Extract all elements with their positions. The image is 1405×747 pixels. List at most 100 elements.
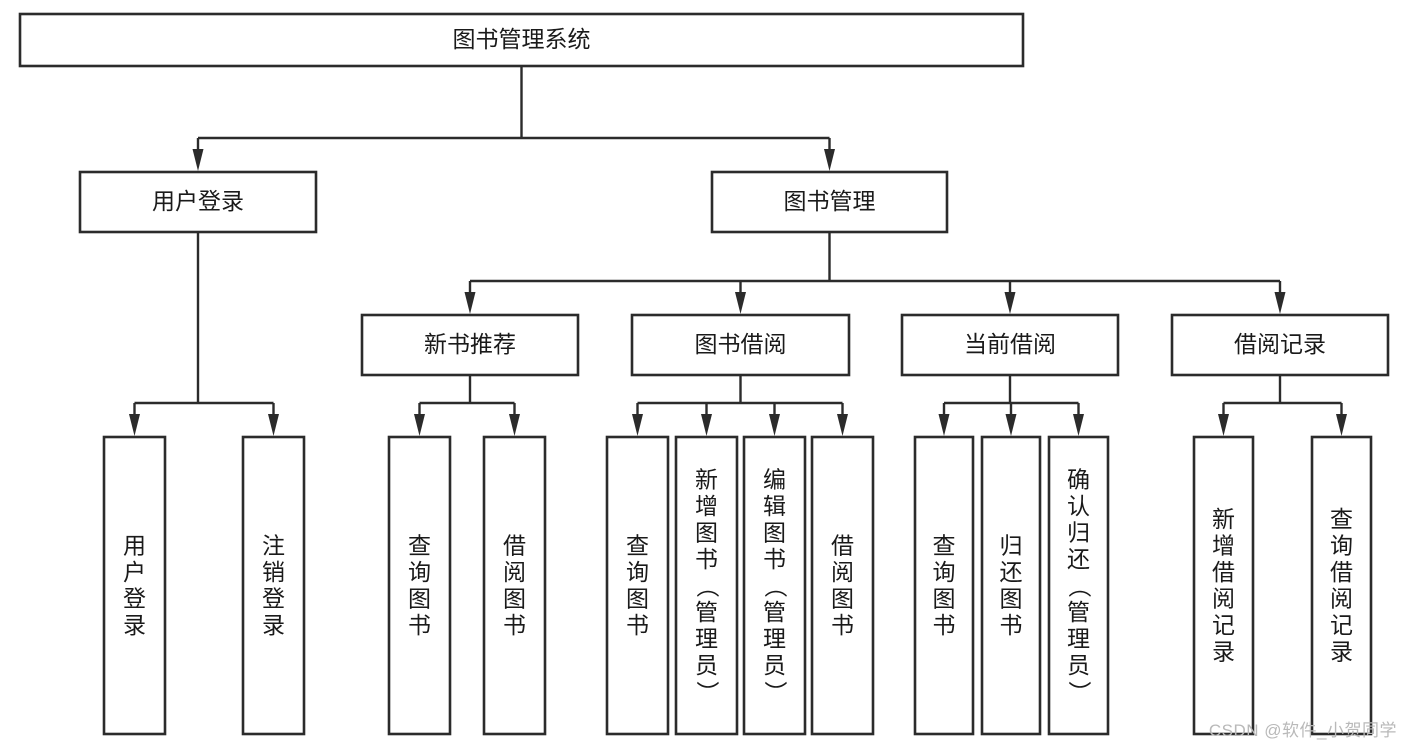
node-label-char: 员	[695, 652, 718, 678]
node-root[interactable]: 图书管理系统	[18, 12, 1025, 68]
node-label-char: 记	[1212, 612, 1235, 638]
node-label-char: 管	[695, 599, 718, 625]
node-label-char: 查	[408, 533, 431, 559]
edge-group-current-borrow	[938, 375, 1084, 436]
node-box	[900, 313, 1120, 377]
node-book-manage[interactable]: 图书管理	[710, 170, 949, 234]
node-label-char: 辑	[763, 493, 786, 519]
node-label-char: ）	[1067, 681, 1093, 704]
node-label-char: 询	[1330, 533, 1353, 559]
node-label-char: 查	[933, 533, 956, 559]
node-label-char: 理	[695, 625, 718, 651]
edge-group-borrow-record	[1218, 375, 1347, 436]
node-label-char: 查	[1330, 506, 1353, 532]
node-book-borrow[interactable]: 图书借阅	[630, 313, 851, 377]
node-label-char: 新	[695, 466, 718, 492]
node-new-book-recommend[interactable]: 新书推荐	[360, 313, 580, 377]
node-box	[18, 12, 1025, 68]
node-label-char: 管	[763, 599, 786, 625]
edge-arrowhead	[1218, 414, 1229, 436]
node-box	[78, 170, 318, 234]
edge-arrowhead	[701, 414, 712, 436]
node-box	[742, 435, 807, 736]
node-label-char: 录	[1212, 639, 1235, 665]
node-label-char: 登	[123, 586, 146, 612]
node-label-char: 录	[1330, 639, 1353, 665]
edge-group-root	[192, 66, 835, 171]
node-label-char: （	[763, 575, 789, 598]
node-label-char: 借	[831, 533, 854, 559]
node-box	[1047, 435, 1110, 736]
node-box	[102, 435, 167, 736]
node-label-char: 记	[1330, 612, 1353, 638]
node-label-char: 管	[1067, 599, 1090, 625]
node-box	[1170, 313, 1390, 377]
edge-arrowhead	[414, 414, 425, 436]
node-label-char: 录	[123, 612, 146, 638]
node-label-char: 员	[763, 652, 786, 678]
edge-arrowhead	[464, 292, 476, 314]
node-label-char: 员	[1067, 652, 1090, 678]
node-label: 图书管理	[784, 188, 876, 214]
edge-arrowhead	[938, 414, 950, 436]
node-label-char: 阅	[1212, 586, 1235, 612]
node-current-borrow[interactable]: 当前借阅	[900, 313, 1120, 377]
edge-arrowhead	[268, 414, 279, 436]
node-box	[482, 435, 547, 736]
edge-layer	[129, 66, 1347, 436]
edge-arrowhead	[129, 414, 140, 436]
node-label-char: 增	[695, 493, 718, 519]
node-box	[387, 435, 452, 736]
node-label-char: 图	[933, 586, 956, 612]
node-label-char: 询	[933, 559, 956, 585]
edge-group-user-login	[129, 232, 279, 436]
node-label-char: 书	[831, 612, 854, 638]
node-leaf-user-login[interactable]: 用户登录	[102, 435, 167, 736]
node-label-char: 新	[1212, 506, 1235, 532]
node-label-char: 录	[262, 612, 285, 638]
node-label-char: 阅	[1330, 586, 1353, 612]
edge-arrowhead	[1274, 292, 1286, 314]
node-borrow-record[interactable]: 借阅记录	[1170, 313, 1390, 377]
edge-arrowhead	[824, 149, 835, 171]
edge-arrowhead	[1004, 292, 1016, 314]
node-label-char: 用	[123, 533, 146, 559]
edge-group-new-book-recommend	[414, 375, 520, 436]
node-label-char: 图	[1000, 586, 1023, 612]
node-label-char: 还	[1000, 559, 1023, 585]
edge-arrowhead	[769, 414, 780, 436]
node-label: 当前借阅	[964, 331, 1056, 357]
node-box	[674, 435, 739, 736]
node-label-char: 注	[262, 533, 285, 559]
node-label: 图书借阅	[695, 331, 787, 357]
node-box	[710, 170, 949, 234]
edge-arrowhead	[1336, 414, 1347, 436]
node-label-char: ）	[695, 681, 721, 704]
edge-arrowhead	[509, 414, 520, 436]
node-box	[605, 435, 670, 736]
node-label: 新书推荐	[424, 331, 516, 357]
node-label-char: 借	[503, 533, 526, 559]
node-user-login[interactable]: 用户登录	[78, 170, 318, 234]
node-label-char: 图	[763, 519, 786, 545]
node-layer: 图书管理系统用户登录图书管理新书推荐图书借阅当前借阅借阅记录用户登录注销登录查询…	[18, 12, 1390, 736]
node-label: 用户登录	[152, 188, 244, 214]
node-label-char: 归	[1000, 533, 1023, 559]
node-label: 借阅记录	[1234, 331, 1326, 357]
node-box	[360, 313, 580, 377]
node-label-char: 书	[695, 546, 718, 572]
node-label-char: 借	[1330, 559, 1353, 585]
